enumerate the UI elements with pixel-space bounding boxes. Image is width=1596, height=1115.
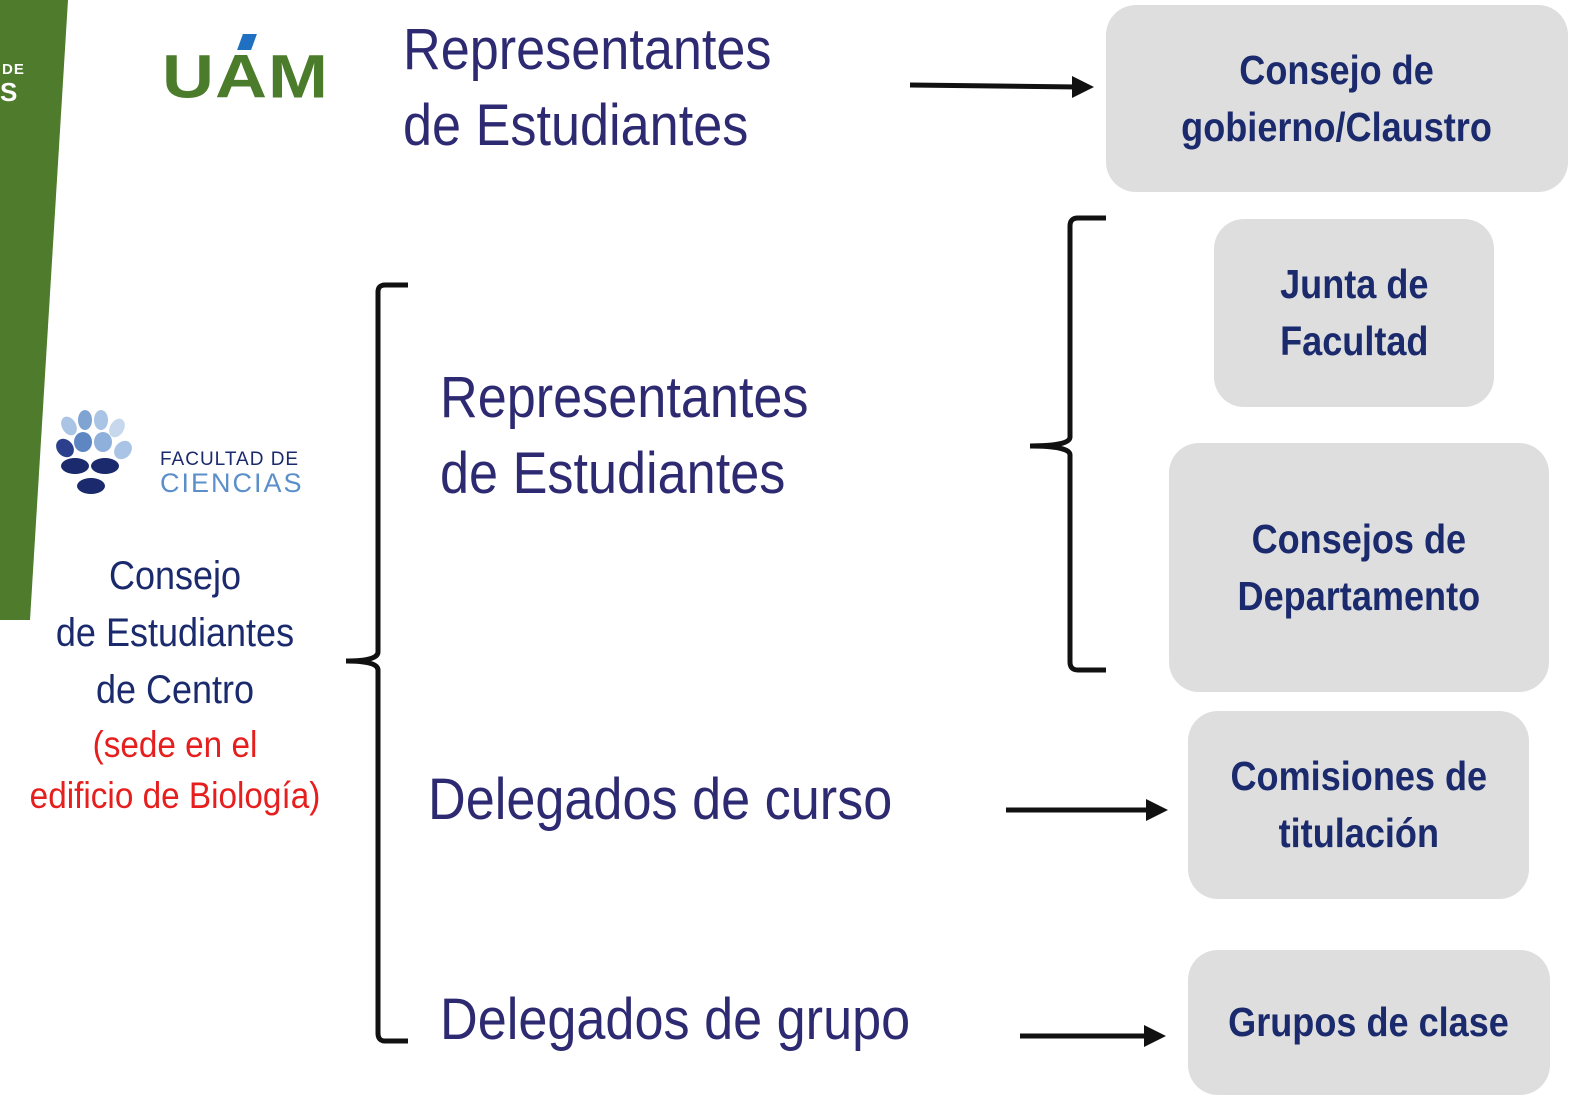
faculty-logo-label: FACULTAD DE CIENCIAS	[160, 449, 304, 498]
faculty-logo: FACULTAD DE CIENCIAS	[55, 410, 325, 500]
departamento-line2: Departamento	[1237, 572, 1481, 619]
consejo-note-line1: (sede en el	[92, 724, 258, 765]
junta-line2: Facultad	[1279, 318, 1429, 364]
left-curly-brace	[345, 282, 408, 1044]
arrow-to-consejo-gobierno	[909, 76, 1094, 98]
consejo-estudiantes-label: Consejo de Estudiantes de Centro (sede e…	[27, 548, 324, 821]
faculty-logo-line2: CIENCIAS	[160, 468, 304, 498]
green-banner-strip	[0, 0, 68, 620]
consejo-line3: de Centro	[95, 668, 255, 712]
faculty-logo-line1: FACULTAD DE	[160, 449, 300, 470]
mid-representantes-label: Representantes de Estudiantes	[440, 360, 809, 512]
delegados-curso-label: Delegados de curso	[428, 767, 893, 832]
comisiones-line2: titulación	[1278, 810, 1439, 856]
banner-text-line1: DE	[2, 61, 25, 78]
consejo-note-line2: edificio de Biología)	[29, 775, 321, 816]
consejo-gobierno-line1: Consejo de	[1239, 46, 1435, 93]
top-rep-line1: Representantes	[403, 17, 772, 82]
mid-rep-line2: de Estudiantes	[440, 441, 786, 506]
box-consejo-gobierno: Consejo de gobierno/Claustro	[1106, 5, 1568, 192]
uam-logo: UAM	[162, 34, 337, 119]
uam-logo-text: UAM	[162, 42, 329, 111]
delegados-grupo-label: Delegados de grupo	[440, 987, 911, 1052]
top-rep-line2: de Estudiantes	[403, 93, 749, 158]
consejo-line2: de Estudiantes	[55, 611, 295, 655]
box-consejos-departamento: Consejos de Departamento	[1169, 443, 1549, 692]
arrow-to-comisiones	[1006, 799, 1168, 821]
box-comisiones-titulacion: Comisiones de titulación	[1188, 711, 1529, 899]
junta-line1: Junta de	[1279, 261, 1429, 307]
right-curly-brace	[1029, 215, 1106, 673]
grupos-label: Grupos de clase	[1228, 999, 1510, 1045]
box-junta-facultad: Junta de Facultad	[1214, 219, 1494, 407]
consejo-gobierno-line2: gobierno/Claustro	[1181, 103, 1493, 150]
top-representantes-label: Representantes de Estudiantes	[403, 12, 772, 164]
mid-rep-line1: Representantes	[440, 365, 809, 430]
banner-text-line2: S	[0, 77, 18, 107]
banner-partial-text: DE S	[0, 60, 25, 107]
departamento-line1: Consejos de	[1251, 515, 1467, 562]
arrow-to-grupos	[1020, 1025, 1166, 1047]
comisiones-line1: Comisiones de	[1230, 753, 1487, 799]
faculty-dots-logo-icon	[56, 410, 132, 494]
box-grupos-clase: Grupos de clase	[1188, 950, 1550, 1095]
consejo-line1: Consejo	[108, 554, 242, 598]
